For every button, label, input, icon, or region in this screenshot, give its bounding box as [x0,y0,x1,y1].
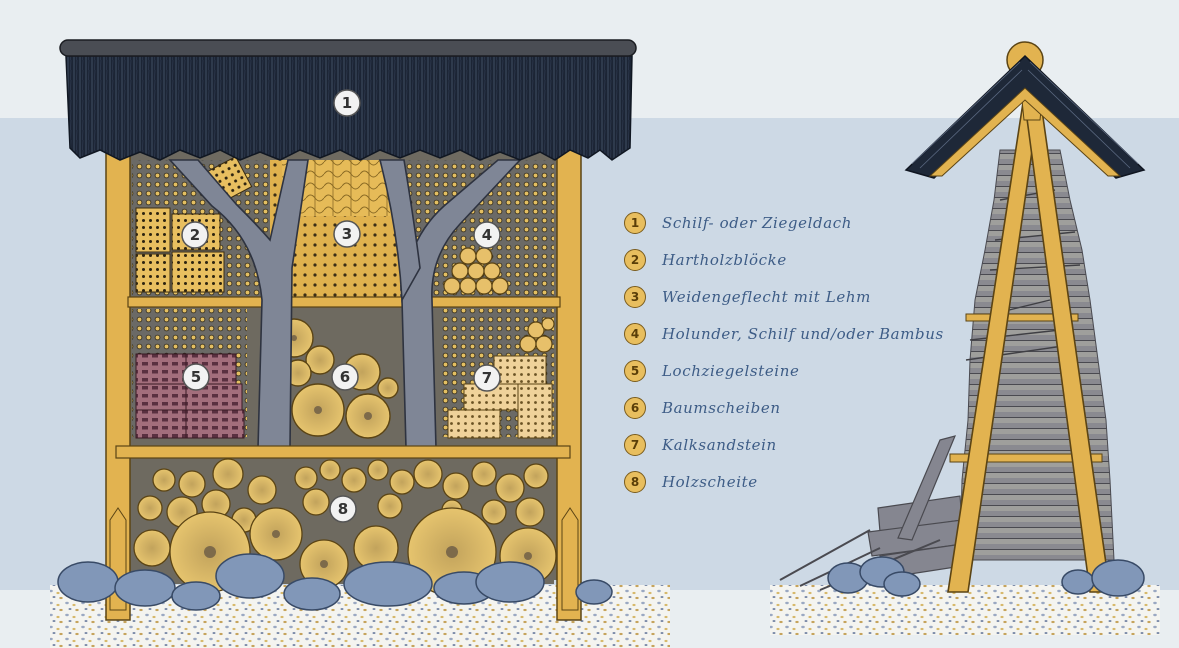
svg-text:1: 1 [342,94,352,112]
legend-label: Kalksandstein [662,435,777,454]
insect-hotel-right [779,41,1146,597]
legend-label: Holzscheite [662,472,758,491]
marker-1: 1 [333,89,361,117]
legend-item-2: 2 Hartholzblöcke [624,241,984,278]
legend-label: Lochziegelsteine [662,361,800,380]
legend-item-3: 3 Weidengeflecht mit Lehm [624,278,984,315]
svg-text:4: 4 [482,226,492,244]
legend-label: Hartholzblöcke [662,250,787,269]
legend-item-6: 6 Baumscheiben [624,389,984,426]
legend-label: Schilf- oder Ziegeldach [662,213,853,232]
marker-8: 8 [329,495,357,523]
legend-item-1: 1 Schilf- oder Ziegeldach [624,204,984,241]
legend-number: 4 [624,322,646,345]
legend-number: 3 [624,285,646,308]
svg-text:5: 5 [191,368,201,386]
svg-text:6: 6 [340,368,350,386]
legend-item-4: 4 Holunder, Schilf und/oder Bambus [624,315,984,352]
legend-item-8: 8 Holzscheite [624,463,984,500]
marker-2: 2 [181,221,209,249]
marker-4: 4 [473,221,501,249]
legend-number: 8 [624,470,646,493]
legend-number: 2 [624,248,646,271]
marker-3: 3 [333,220,361,248]
legend-number: 7 [624,433,646,456]
legend-label: Holunder, Schilf und/oder Bambus [662,324,944,343]
legend-number: 1 [624,211,646,234]
legend-label: Baumscheiben [662,398,781,417]
svg-text:2: 2 [190,226,200,244]
svg-text:8: 8 [338,500,348,518]
legend: 1 Schilf- oder Ziegeldach 2 Hartholzblöc… [624,204,984,500]
marker-7: 7 [473,364,501,392]
marker-6: 6 [331,363,359,391]
legend-label: Weidengeflecht mit Lehm [662,287,871,306]
legend-number: 6 [624,396,646,419]
insect-hotel-left: 1 2 3 4 5 6 7 8 [57,39,637,621]
marker-5: 5 [182,363,210,391]
legend-number: 5 [624,359,646,382]
svg-text:7: 7 [482,369,492,387]
legend-item-5: 5 Lochziegelsteine [624,352,984,389]
legend-item-7: 7 Kalksandstein [624,426,984,463]
svg-text:3: 3 [342,225,352,243]
